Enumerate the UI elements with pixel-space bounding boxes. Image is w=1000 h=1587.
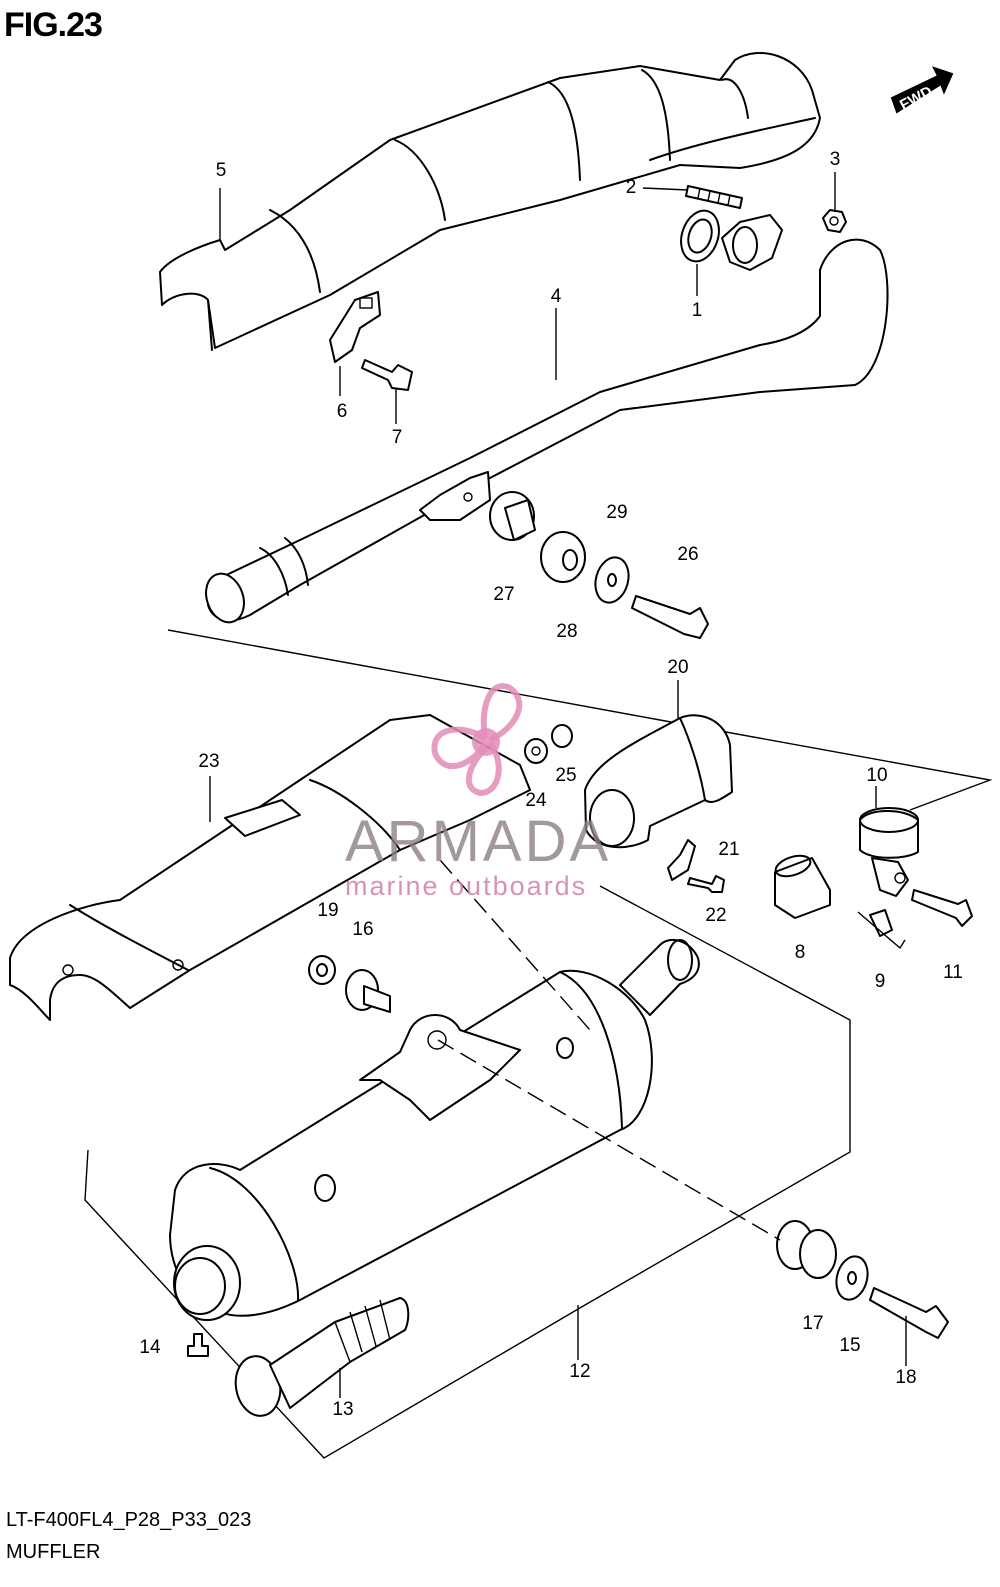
callout-12: 12 xyxy=(569,1361,591,1382)
callout-17: 17 xyxy=(802,1313,824,1334)
clamp-10 xyxy=(859,807,919,897)
callout-29: 29 xyxy=(606,502,628,523)
fwd-arrow-icon xyxy=(890,66,954,114)
callout-7: 7 xyxy=(391,427,403,448)
grommet-19 xyxy=(308,955,336,985)
callout-24: 24 xyxy=(525,790,547,811)
callout-4: 4 xyxy=(550,286,562,307)
collar-16 xyxy=(345,969,391,1013)
heat-shield-lower xyxy=(9,714,531,1021)
callout-25: 25 xyxy=(555,765,577,786)
callout-5: 5 xyxy=(215,160,227,181)
stud-bolt xyxy=(685,185,743,209)
exhaust-pipe xyxy=(205,214,889,624)
flange-nut xyxy=(822,209,847,233)
washer-29 xyxy=(594,556,630,604)
callout-20: 20 xyxy=(667,657,689,678)
watermark-brand: ARMADA xyxy=(345,809,612,874)
callout-28: 28 xyxy=(556,621,578,642)
figure-title: FIG.23 xyxy=(4,6,103,44)
figure-code: LT-F400FL4_P28_P33_023 xyxy=(6,1509,252,1531)
cap-25 xyxy=(551,724,573,748)
muffler-12 xyxy=(169,938,700,1321)
callout-6: 6 xyxy=(336,401,348,422)
callout-21: 21 xyxy=(718,839,740,860)
bolt-26 xyxy=(631,595,709,639)
callout-19: 19 xyxy=(317,900,339,921)
callout-18: 18 xyxy=(895,1367,917,1388)
callout-16: 16 xyxy=(352,919,374,940)
nut-24 xyxy=(524,738,548,764)
callout-22: 22 xyxy=(705,905,727,926)
callout-2: 2 xyxy=(625,177,637,198)
callout-26: 26 xyxy=(677,544,699,565)
gasket xyxy=(680,209,720,263)
callout-9: 9 xyxy=(874,971,886,992)
spark-arrester-13 xyxy=(234,1297,410,1417)
callout-14: 14 xyxy=(139,1337,161,1358)
heat-shield-upper xyxy=(159,52,821,351)
screw-22 xyxy=(687,875,725,893)
clip-21 xyxy=(667,839,696,881)
bolt-18 xyxy=(869,1287,949,1339)
spacer-9 xyxy=(857,909,906,950)
bracket xyxy=(329,291,381,363)
grommet-17 xyxy=(776,1220,837,1279)
callout-23: 23 xyxy=(198,751,220,772)
callout-8: 8 xyxy=(794,942,806,963)
callout-13: 13 xyxy=(332,1399,354,1420)
callout-10: 10 xyxy=(866,765,888,786)
propeller-icon xyxy=(431,683,523,797)
sleeve-8 xyxy=(774,854,831,919)
grommet-28 xyxy=(540,531,586,583)
callout-15: 15 xyxy=(839,1335,861,1356)
callout-27: 27 xyxy=(493,584,515,605)
callout-1: 1 xyxy=(691,300,703,321)
washer-15 xyxy=(835,1255,869,1301)
callout-11: 11 xyxy=(943,962,963,983)
screw-14 xyxy=(187,1333,209,1357)
connector-pipe-20 xyxy=(584,714,733,849)
callout-3: 3 xyxy=(829,149,841,170)
bolt-7 xyxy=(361,359,413,391)
bolt-11 xyxy=(911,889,973,927)
figure-name: MUFFLER xyxy=(6,1541,101,1563)
watermark-tagline: marine outboards xyxy=(345,871,588,901)
mount-collar-27 xyxy=(489,491,536,541)
